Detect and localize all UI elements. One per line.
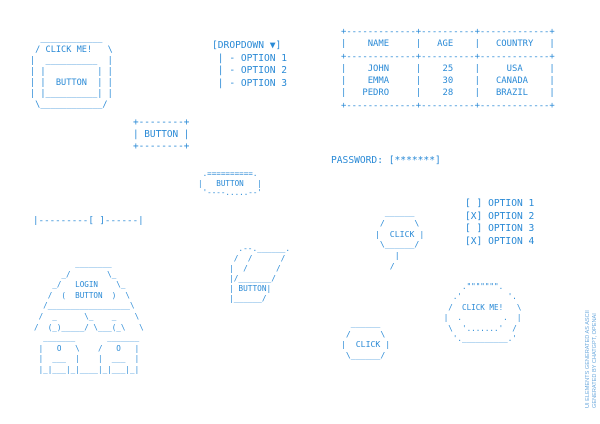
click-me-circle-button[interactable]: .""""""". .' '. / CLICK ME! \ | . . | \ …	[443, 282, 522, 344]
footer-credit: UI ELEMENTS GENERATED AS ASCII GENERATED…	[585, 310, 598, 408]
dashed-button[interactable]: .==========. | BUTTON | '----.....--'	[198, 169, 263, 198]
login-house-button[interactable]: ________ _/ \_ _/ LOGIN \_ / ( BUTTON ) …	[34, 259, 144, 374]
boxed-button[interactable]: +--------+ | BUTTON | +--------+	[133, 117, 190, 152]
checkbox-list[interactable]: [ ] OPTION 1 [X] OPTION 2 [ ] OPTION 3 […	[465, 198, 535, 247]
click-me-panel-button[interactable]: ____________ / CLICK ME! \ | __________ …	[30, 34, 113, 110]
data-table: +-------------+----------+-------------+…	[341, 27, 555, 111]
dropdown-menu[interactable]: [DROPDOWN ▼] | - OPTION 1 | - OPTION 2 |…	[212, 40, 288, 89]
slider-control[interactable]: |---------[ ]------|	[33, 215, 144, 226]
click-small-button[interactable]: ______ / \ | CLICK | \______/	[340, 318, 391, 360]
password-field[interactable]: PASSWORD: [*******]	[331, 155, 441, 166]
click-octagon-button[interactable]: ______ / \ | CLICK | \______/ | /	[375, 207, 425, 271]
parallelogram-button[interactable]: .--.______. / / / | / / |/_______/ | BUT…	[229, 244, 291, 303]
